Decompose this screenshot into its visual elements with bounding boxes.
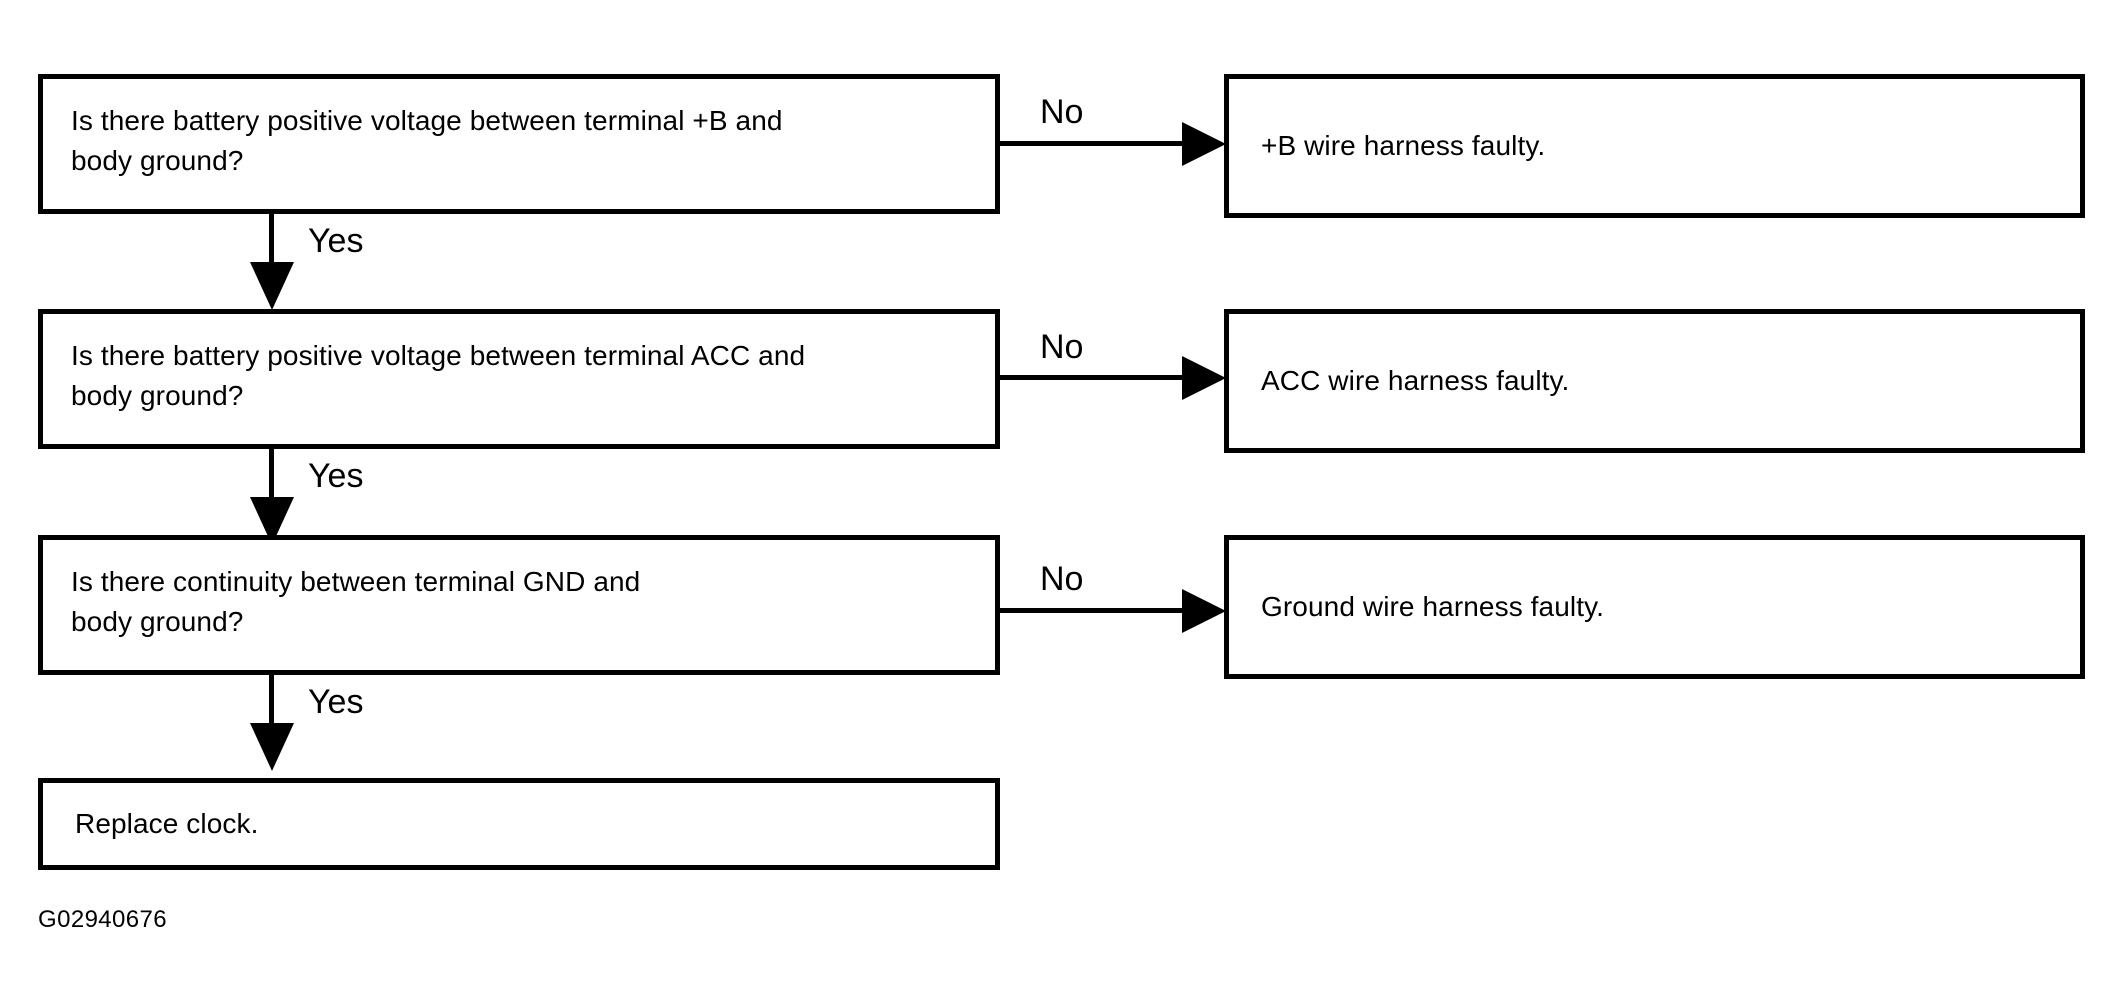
connector-no-1-arrowhead bbox=[1182, 122, 1226, 166]
decision-node-b-voltage: Is there battery positive voltage betwee… bbox=[38, 74, 1000, 214]
result-node-acc-harness-text: ACC wire harness faulty. bbox=[1261, 365, 1570, 397]
decision-node-gnd-continuity: Is there continuity between terminal GND… bbox=[38, 535, 1000, 675]
connector-yes-2-line bbox=[269, 449, 274, 507]
connector-yes-3-line bbox=[269, 675, 274, 733]
decision-node-gnd-continuity-text: Is there continuity between terminal GND… bbox=[71, 566, 641, 637]
decision-node-b-voltage-text: Is there battery positive voltage betwee… bbox=[71, 105, 783, 176]
edge-label-no-1: No bbox=[1040, 93, 1084, 131]
connector-yes-1-arrowhead bbox=[250, 262, 294, 310]
connector-yes-3-arrowhead bbox=[250, 723, 294, 771]
connector-no-3-arrowhead bbox=[1182, 589, 1226, 633]
edge-label-yes-1: Yes bbox=[308, 222, 364, 260]
result-node-ground-harness-text: Ground wire harness faulty. bbox=[1261, 591, 1605, 623]
decision-node-acc-voltage: Is there battery positive voltage betwee… bbox=[38, 309, 1000, 449]
result-node-ground-harness: Ground wire harness faulty. bbox=[1224, 535, 2085, 679]
result-node-acc-harness: ACC wire harness faulty. bbox=[1224, 309, 2085, 453]
edge-label-yes-3: Yes bbox=[308, 683, 364, 721]
connector-no-2-line bbox=[1000, 375, 1190, 380]
edge-label-no-3: No bbox=[1040, 560, 1084, 598]
connector-no-1-line bbox=[1000, 141, 1190, 146]
decision-node-acc-voltage-text: Is there battery positive voltage betwee… bbox=[71, 340, 806, 411]
result-node-b-harness: +B wire harness faulty. bbox=[1224, 74, 2085, 218]
connector-no-2-arrowhead bbox=[1182, 356, 1226, 400]
edge-label-yes-2: Yes bbox=[308, 457, 364, 495]
connector-yes-1-line bbox=[269, 214, 274, 272]
result-node-replace-clock-text: Replace clock. bbox=[75, 808, 259, 840]
result-node-replace-clock: Replace clock. bbox=[38, 778, 1000, 870]
figure-id-label: G02940676 bbox=[38, 906, 168, 933]
result-node-b-harness-text: +B wire harness faulty. bbox=[1261, 130, 1546, 162]
edge-label-no-2: No bbox=[1040, 328, 1084, 366]
connector-no-3-line bbox=[1000, 608, 1190, 613]
